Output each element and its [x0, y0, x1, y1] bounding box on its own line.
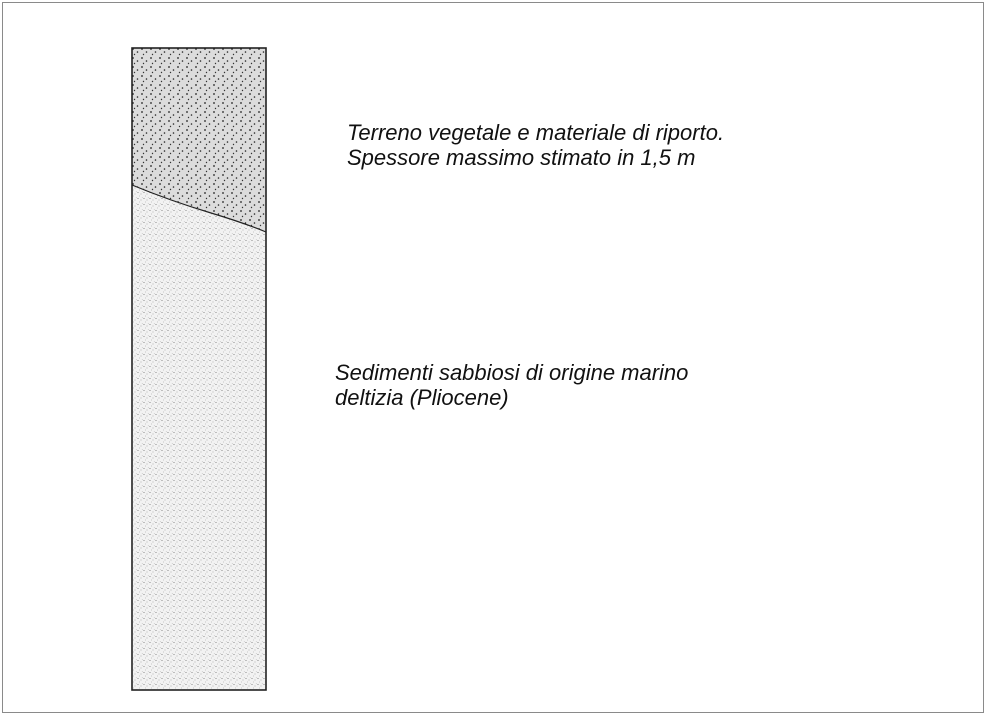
sediments-description-line-2: deltizia (Pliocene) — [335, 385, 509, 410]
sediments-description: Sedimenti sabbiosi di origine marino del… — [335, 360, 688, 410]
layer-topsoil — [132, 48, 266, 232]
topsoil-description-line-2: Spessore massimo stimato in 1,5 m — [347, 145, 696, 170]
stratigraphic-column — [131, 47, 267, 691]
layer-sandy-sediments — [132, 185, 266, 690]
column-outline — [131, 47, 267, 691]
layer-boundary-line — [131, 184, 267, 233]
topsoil-description-line-1: Terreno vegetale e materiale di riporto. — [347, 120, 725, 145]
topsoil-description: Terreno vegetale e materiale di riporto.… — [347, 120, 724, 170]
sediments-description-line-1: Sedimenti sabbiosi di origine marino — [335, 360, 689, 385]
